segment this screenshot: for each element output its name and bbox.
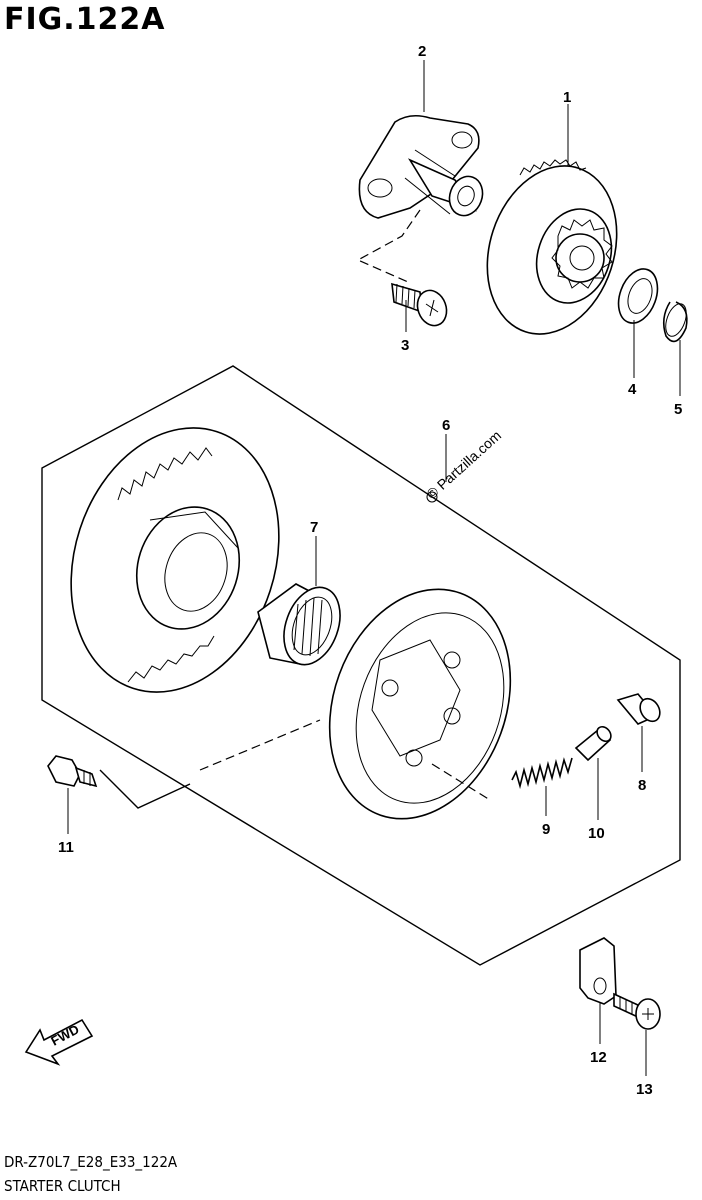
part-7-needle-bearing[interactable] bbox=[257, 580, 350, 673]
leader-11-to-box bbox=[99, 769, 191, 809]
callout-10[interactable]: 10 bbox=[588, 825, 605, 842]
part-5-circlip[interactable] bbox=[662, 301, 691, 343]
callout-11[interactable]: 11 bbox=[58, 839, 74, 856]
callout-9[interactable]: 9 bbox=[542, 821, 550, 838]
part-2-shaft-bracket[interactable] bbox=[358, 114, 487, 221]
part-9-spring[interactable] bbox=[511, 757, 573, 790]
callout-5[interactable]: 5 bbox=[674, 401, 682, 418]
part-13-bolt[interactable] bbox=[613, 992, 661, 1030]
part-12-bracket[interactable] bbox=[579, 937, 617, 1005]
callout-2[interactable]: 2 bbox=[418, 43, 426, 60]
callout-13[interactable]: 13 bbox=[636, 1081, 653, 1098]
callout-1[interactable]: 1 bbox=[563, 89, 571, 106]
part-8-roller[interactable] bbox=[616, 693, 664, 725]
dash-leader-spring bbox=[431, 763, 491, 801]
starter-clutch-body bbox=[328, 588, 512, 820]
callout-6[interactable]: 6 bbox=[442, 417, 450, 434]
watermark: © Partzilla.com bbox=[423, 427, 504, 502]
callout-leaders bbox=[67, 60, 681, 1076]
callout-12[interactable]: 12 bbox=[590, 1049, 607, 1066]
callout-3[interactable]: 3 bbox=[401, 337, 409, 354]
part-3-screw[interactable] bbox=[391, 282, 451, 330]
part-6-marker[interactable] bbox=[426, 491, 438, 503]
dash-leader-clutch bbox=[199, 719, 321, 771]
callout-8[interactable]: 8 bbox=[638, 777, 646, 794]
large-ring-gear bbox=[70, 427, 280, 693]
model-code: DR-Z70L7_E28_E33_122A bbox=[4, 1153, 178, 1171]
figure-name: STARTER CLUTCH bbox=[4, 1177, 121, 1195]
assembly-outline bbox=[41, 365, 681, 966]
part-4-washer[interactable] bbox=[612, 264, 665, 329]
callout-7[interactable]: 7 bbox=[310, 519, 318, 536]
fwd-arrow: FWD bbox=[24, 1018, 94, 1066]
part-10-plunger[interactable] bbox=[574, 724, 614, 762]
part-11-bolt[interactable] bbox=[47, 755, 98, 788]
callout-4[interactable]: 4 bbox=[628, 381, 637, 398]
figure-title: FIG.122A bbox=[4, 2, 166, 37]
part-1-starter-gear[interactable] bbox=[466, 149, 637, 351]
dash-leader-2-3 bbox=[356, 209, 421, 283]
